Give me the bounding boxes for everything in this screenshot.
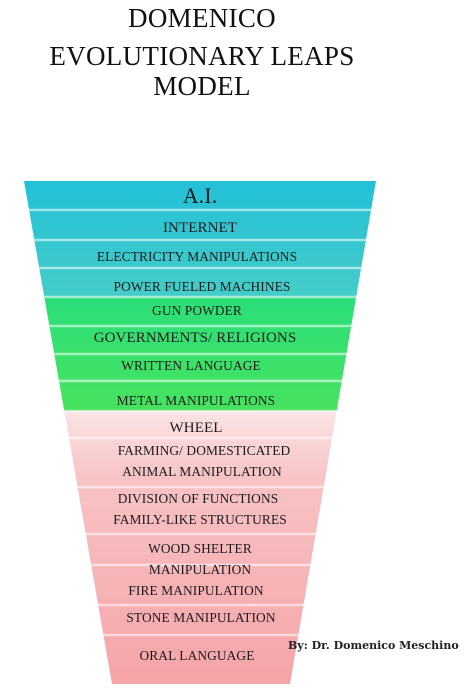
funnel-level-label: ORAL LANGUAGE bbox=[139, 648, 255, 663]
funnel-level-label: POWER FUELED MACHINES bbox=[113, 279, 291, 294]
funnel-level-label: WOOD SHELTER bbox=[148, 541, 252, 556]
funnel-level-label: GOVERNMENTS/ RELIGIONS bbox=[93, 330, 297, 346]
title-line-2: EVOLUTIONARY LEAPS MODEL bbox=[49, 41, 355, 101]
funnel-level-label: WHEEL bbox=[169, 420, 223, 436]
funnel-level-label: ANIMAL MANIPULATION bbox=[122, 464, 282, 479]
funnel-level-label: STONE MANIPULATION bbox=[126, 610, 276, 625]
funnel-level-label: INTERNET bbox=[162, 220, 238, 236]
funnel-level-label: GUN POWDER bbox=[152, 303, 242, 318]
funnel-level-label: DIVISION OF FUNCTIONS bbox=[117, 491, 279, 506]
funnel-level-label: ELECTRICITY MANIPULATIONS bbox=[96, 249, 298, 264]
title-line-1: DOMENICO bbox=[128, 3, 276, 33]
funnel-level-label: WRITTEN LANGUAGE bbox=[121, 358, 261, 373]
funnel-level-label: METAL MANIPULATIONS bbox=[116, 393, 276, 408]
funnel-level-label: FIRE MANIPULATION bbox=[128, 583, 264, 598]
funnel-level-label: FAMILY-LIKE STRUCTURES bbox=[113, 512, 287, 527]
funnel-level-label: MANIPULATION bbox=[148, 562, 252, 577]
author-byline: By: Dr. Domenico Meschino bbox=[288, 639, 459, 652]
funnel-level-label: FARMING/ DOMESTICATED bbox=[117, 443, 291, 458]
funnel-level-label: A.I. bbox=[182, 183, 218, 208]
